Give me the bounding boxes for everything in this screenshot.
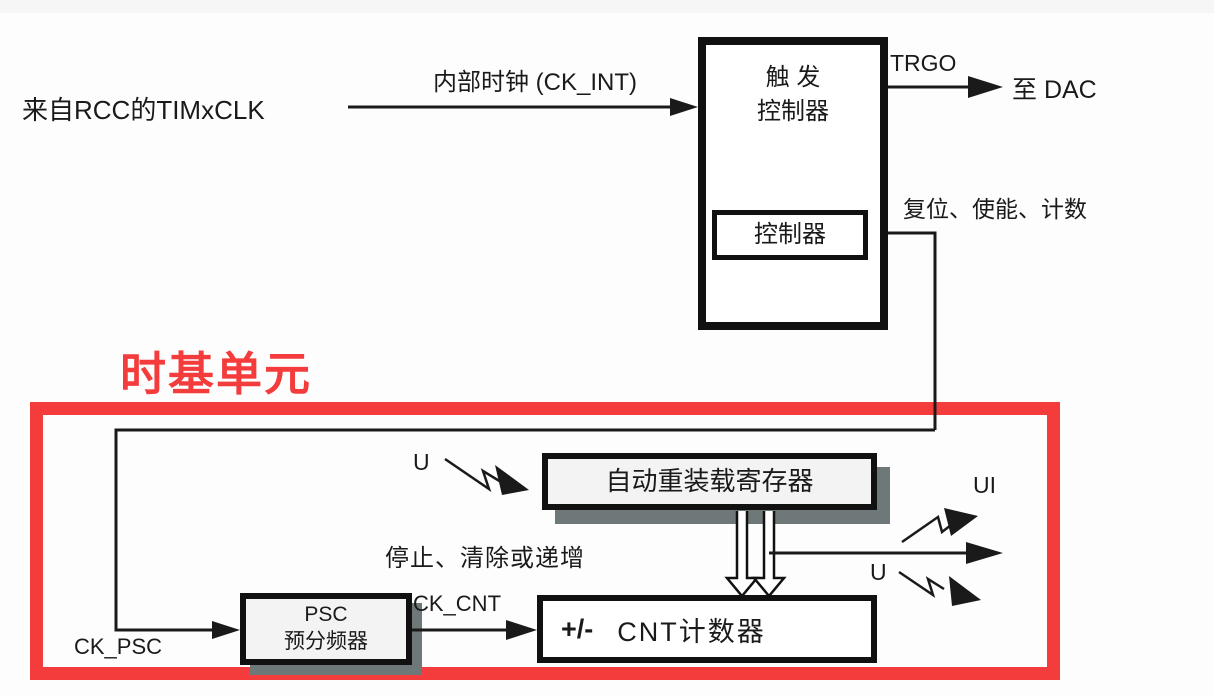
ck-int-arrow — [348, 98, 698, 116]
trigger-controller-box: 触 发 控制器 — [698, 37, 888, 330]
to-dac-label: 至 DAC — [1012, 76, 1097, 104]
reset-enable-count-label: 复位、使能、计数 — [903, 196, 1087, 222]
internal-clock-label: 内部时钟 (CK_INT) — [433, 69, 637, 96]
update-event-arrow-left — [444, 457, 529, 495]
psc-box-line1: PSC — [304, 603, 348, 626]
page-background-strip — [0, 0, 1214, 13]
trgo-arrow — [888, 76, 1003, 98]
stop-clear-increment-label: 停止、清除或递增 — [385, 545, 585, 572]
trigger-controller-title-line2: 控制器 — [757, 98, 829, 125]
cnt-counter-label: CNT计数器 — [617, 616, 766, 647]
time-base-unit-frame — [30, 402, 1060, 680]
overflow-output-arrow — [769, 542, 1003, 564]
cnt-counter-box: +/- CNT计数器 — [537, 595, 877, 663]
timxclk-source-label: 来自RCC的TIMxCLK — [22, 95, 265, 125]
update-interrupt-event-arrow — [901, 508, 978, 544]
psc-box-line2: 预分频器 — [284, 630, 368, 653]
psc-prescaler-box: PSC 预分频器 — [240, 593, 412, 665]
psc-to-cnt-arrow — [412, 620, 537, 640]
update-event-label-right: U — [870, 559, 887, 585]
controller-inner-box: 控制器 — [712, 210, 868, 260]
auto-reload-register-box: 自动重装载寄存器 — [542, 453, 877, 510]
update-event-label-left: U — [413, 449, 430, 475]
cnt-counter-sign: +/- — [561, 613, 594, 644]
controller-connector-line — [888, 231, 937, 430]
ck-psc-feedback-line — [114, 428, 935, 639]
update-interrupt-label: UI — [973, 472, 996, 498]
trgo-label: TRGO — [890, 50, 957, 76]
update-event-arrow-right — [898, 570, 981, 606]
hollow-arrow-left — [724, 511, 760, 598]
time-base-unit-title: 时基单元 — [120, 348, 312, 400]
ck-cnt-label: CK_CNT — [413, 591, 502, 616]
trigger-controller-title-line1: 触 发 — [765, 64, 821, 91]
ck-psc-label: CK_PSC — [74, 634, 163, 659]
